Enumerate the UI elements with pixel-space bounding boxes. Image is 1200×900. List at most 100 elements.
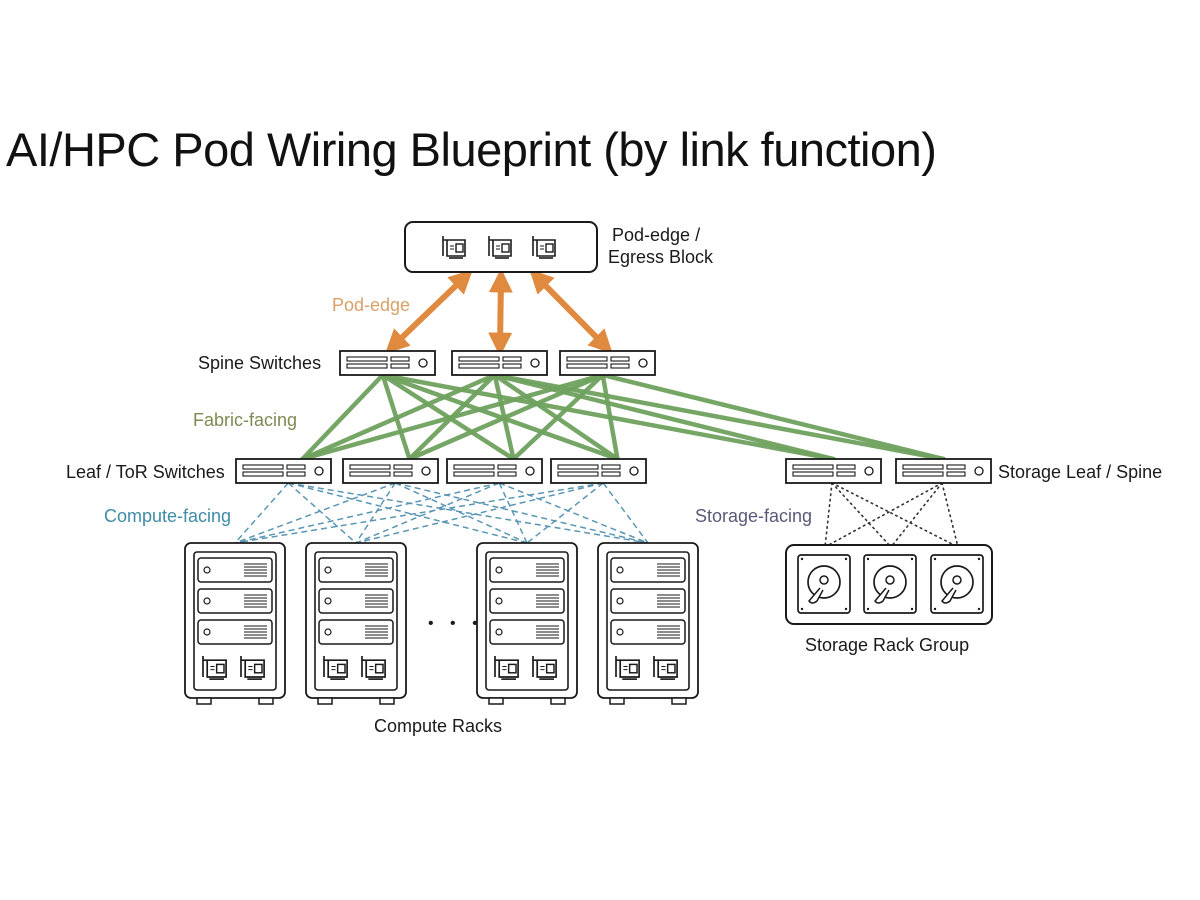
compute-link: [234, 482, 500, 544]
more-racks-ellipsis: • • •: [428, 615, 484, 632]
network-card-icon: [442, 236, 466, 259]
port-row: [946, 464, 966, 470]
server-icon: [318, 588, 394, 614]
network-card-icon: [532, 656, 557, 680]
compute-link: [498, 482, 649, 544]
compute-link: [234, 482, 604, 544]
spine-switches: [339, 350, 656, 376]
port-row: [557, 464, 599, 470]
compute-link: [526, 482, 604, 544]
port-row: [610, 356, 630, 362]
compute-link: [288, 482, 528, 544]
network-card-icon: [494, 656, 519, 680]
port-row: [453, 471, 495, 477]
port-block-icon: [566, 356, 630, 369]
status-led-icon: [418, 358, 428, 368]
rack-foot: [258, 697, 274, 705]
compute-rack: [305, 542, 407, 705]
port-row: [836, 464, 856, 470]
compute-racks-label: Compute Racks: [374, 716, 502, 736]
switch-chassis: [342, 458, 439, 484]
switch-chassis: [559, 350, 656, 376]
port-row: [242, 464, 284, 470]
server-icon: [197, 557, 273, 583]
compute-link-label: Compute-facing: [104, 506, 231, 526]
storage-switch: [785, 458, 882, 484]
spine-switch: [559, 350, 656, 376]
port-row: [286, 471, 306, 477]
leaf-switches: [235, 458, 647, 484]
port-row: [902, 464, 944, 470]
storage-rack-group-label: Storage Rack Group: [805, 635, 969, 655]
fabric-link: [492, 372, 946, 462]
storage-link: [890, 482, 943, 548]
compute-link: [498, 482, 528, 544]
port-row: [393, 464, 413, 470]
spine-switch: [451, 350, 548, 376]
port-row: [566, 363, 608, 369]
port-row: [610, 363, 630, 369]
network-card-icon: [615, 656, 640, 680]
compute-link: [602, 482, 649, 544]
port-block-icon: [346, 356, 410, 369]
compute-link: [355, 482, 500, 544]
port-row: [601, 471, 621, 477]
storage-switch: [895, 458, 992, 484]
port-row: [502, 356, 522, 362]
egress-block-label-line2: Egress Block: [608, 247, 714, 267]
port-row: [390, 363, 410, 369]
port-row: [502, 363, 522, 369]
compute-rack: [597, 542, 699, 705]
storage-link: [831, 482, 959, 548]
storage-link-label: Storage-facing: [695, 506, 812, 526]
server-icon: [318, 619, 394, 645]
server-icon: [489, 619, 565, 645]
port-row: [792, 471, 834, 477]
hard-drive-icon: [930, 554, 984, 614]
rack-foot: [550, 697, 566, 705]
server-icon: [489, 557, 565, 583]
storage-rack-group: [785, 544, 993, 625]
switch-chassis: [451, 350, 548, 376]
pod-edge-link: [488, 268, 513, 357]
rack-frame: [485, 551, 569, 691]
network-card-icon: [653, 656, 678, 680]
switch-chassis: [550, 458, 647, 484]
compute-racks: [184, 542, 699, 705]
compute-links: [234, 482, 649, 544]
switch-chassis: [339, 350, 436, 376]
compute-link: [395, 482, 649, 544]
leaf-switch: [550, 458, 647, 484]
port-row: [349, 471, 391, 477]
egress-block: [404, 221, 598, 273]
storage-switches: [785, 458, 992, 484]
port-row: [497, 464, 517, 470]
storage-link: [831, 482, 892, 548]
server-icon: [610, 588, 686, 614]
hard-drive-icon: [797, 554, 851, 614]
server-icon: [610, 557, 686, 583]
server-icon: [489, 588, 565, 614]
port-block-icon: [349, 464, 413, 477]
spine-switches-label: Spine Switches: [198, 353, 321, 373]
fabric-link-label: Fabric-facing: [193, 410, 297, 430]
server-icon: [197, 588, 273, 614]
port-row: [601, 464, 621, 470]
rack-foot: [317, 697, 333, 705]
network-card-icon: [240, 656, 265, 680]
fabric-link: [380, 372, 836, 462]
egress-block-label-line1: Pod-edge /: [612, 225, 700, 245]
leaf-switch: [342, 458, 439, 484]
fabric-link: [511, 372, 605, 462]
rack-foot: [488, 697, 504, 705]
port-row: [346, 356, 388, 362]
pod-edge-links: [385, 268, 613, 357]
port-row: [349, 464, 391, 470]
port-row: [946, 471, 966, 477]
port-row: [792, 464, 834, 470]
network-card-icon: [532, 236, 556, 259]
port-row: [242, 471, 284, 477]
compute-link: [355, 482, 396, 544]
leaf-switches-label: Leaf / ToR Switches: [66, 462, 225, 482]
fabric-link: [300, 372, 385, 462]
